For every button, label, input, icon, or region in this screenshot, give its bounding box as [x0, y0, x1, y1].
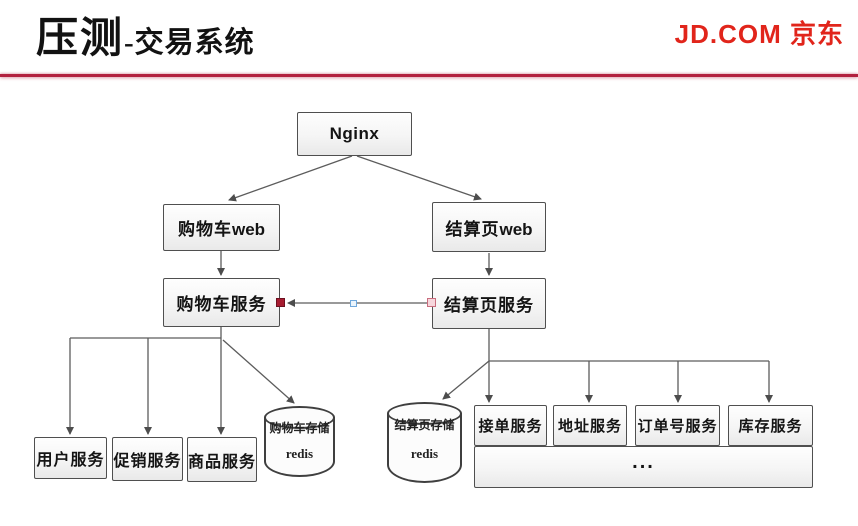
connector-handle-mid[interactable] [350, 300, 357, 307]
stock-service-label: 库存服务 [738, 419, 803, 435]
connector-handle-start[interactable] [276, 298, 285, 307]
product-service-node[interactable]: 商品服务 [187, 437, 257, 482]
order-no-service-node[interactable]: 订单号服务 [635, 405, 720, 446]
checkout-web-label: 结算页web [445, 219, 533, 239]
user-service-node[interactable]: 用户服务 [34, 437, 107, 479]
cart-storage-sublabel: redis [285, 446, 314, 461]
page-title-sub: -交易系统 [124, 27, 255, 59]
order-service-label: 接单服务 [478, 419, 543, 435]
checkout-storage-sublabel: redis [410, 446, 439, 461]
header-divider [0, 74, 858, 77]
nginx-label: Nginx [329, 124, 380, 143]
cart-service-node[interactable]: 购物车服务 [163, 278, 280, 327]
order-service-node[interactable]: 接单服务 [474, 405, 547, 446]
checkout-storage-cylinder[interactable]: 结算页存储 redis [387, 402, 462, 483]
cart-web-node[interactable]: 购物车web [163, 204, 280, 251]
cart-storage-cylinder[interactable]: 购物车存储 redis [264, 406, 335, 477]
page-title-main: 压测 [36, 16, 125, 62]
checkout-web-node[interactable]: 结算页web [432, 202, 546, 252]
promo-service-node[interactable]: 促销服务 [112, 437, 183, 481]
stock-service-node[interactable]: 库存服务 [728, 405, 813, 446]
connector-nginx-cartweb [228, 155, 353, 202]
jd-logo: JD.COM 京东 [674, 19, 844, 49]
connector-cartservice-cartstorage [222, 339, 295, 404]
promo-service-label: 促销服务 [113, 453, 182, 470]
cylinder-top [387, 402, 462, 425]
cart-service-label: 购物车服务 [176, 295, 267, 314]
address-service-label: 地址服务 [557, 419, 622, 435]
nginx-node[interactable]: Nginx [297, 112, 412, 156]
cart-storage-label: 购物车存储 [269, 421, 330, 435]
page-title: 压测-交易系统 [36, 4, 255, 65]
checkout-storage-label: 结算页存储 [394, 418, 455, 432]
more-services-label: ... [632, 450, 655, 473]
product-service-label: 商品服务 [188, 453, 257, 471]
checkout-service-label: 结算页服务 [444, 296, 534, 315]
order-no-service-label: 订单号服务 [637, 419, 718, 435]
connector-handle-end[interactable] [427, 298, 436, 307]
checkout-service-node[interactable]: 结算页服务 [432, 278, 546, 329]
connector-nginx-checkoutweb [356, 155, 482, 201]
cart-web-label: 购物车web [177, 220, 266, 239]
address-service-node[interactable]: 地址服务 [553, 405, 627, 446]
cylinder-top [264, 406, 335, 429]
more-services-node[interactable]: ... [474, 446, 813, 488]
connector-checkoutservice-checkoutstorage [442, 360, 490, 400]
user-service-label: 用户服务 [36, 452, 105, 469]
